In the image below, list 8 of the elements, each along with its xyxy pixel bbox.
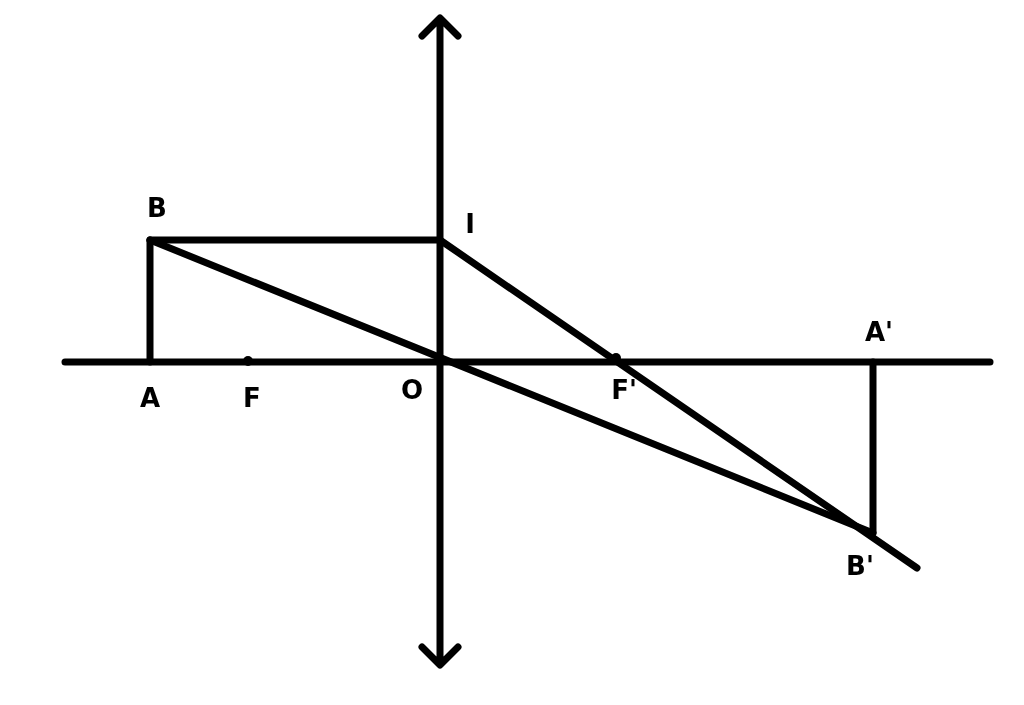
point-label: I (465, 211, 475, 237)
point-label: B' (846, 553, 874, 579)
point-label: F' (611, 377, 637, 403)
point-label: F (243, 385, 261, 411)
point-label: B (147, 195, 167, 221)
point-label: A' (864, 319, 894, 345)
point-label: O (400, 377, 424, 403)
point-label: A (139, 385, 161, 411)
